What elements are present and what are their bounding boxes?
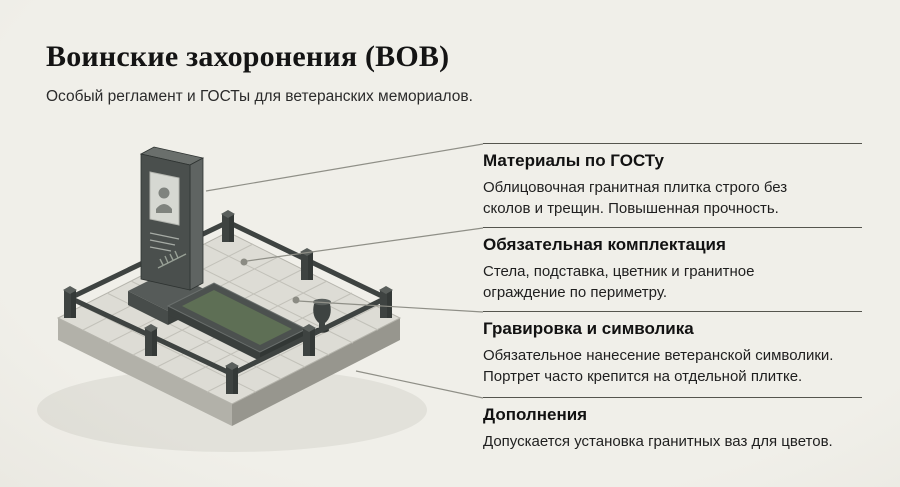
callout-dot-1 <box>240 258 248 266</box>
granite-fence-back <box>68 210 388 301</box>
section-materials: Материалы по ГОСТу Облицовочная гранитна… <box>483 143 862 219</box>
section-engraving: Гравировка и символика Обязательное нане… <box>483 311 862 387</box>
callout-line-3 <box>297 300 484 313</box>
engraved-text-lines <box>149 232 180 252</box>
section-engraving-body: Обязательное нанесение ветеранской симво… <box>483 347 834 385</box>
section-additions: Дополнения Допускается установка гранитн… <box>483 397 862 452</box>
section-components: Обязательная комплектация Стела, подстав… <box>483 227 862 303</box>
section-materials-heading: Материалы по ГОСТу <box>483 151 664 170</box>
callout-lines <box>205 143 484 399</box>
callout-line-2 <box>246 227 484 262</box>
callout-line-4 <box>355 370 484 399</box>
section-engraving-heading: Гравировка и символика <box>483 319 694 338</box>
page-title: Воинские захоронения (ВОВ) <box>46 40 450 73</box>
portrait-shoulders <box>156 204 172 213</box>
section-additions-body: Допускается установка гранитных ваз для … <box>483 433 833 450</box>
stela <box>139 146 205 291</box>
callout-dot-2 <box>292 296 300 304</box>
section-materials-body: Облицовочная гранитная плитка строго без… <box>483 179 788 217</box>
section-components-body: Стела, подставка, цветник и гранитное ог… <box>483 263 755 301</box>
page-subtitle: Особый регламент и ГОСТы для ветеранских… <box>46 88 473 105</box>
flowerbed <box>166 282 308 361</box>
portrait-plate <box>149 171 180 226</box>
laurel-engraving <box>157 250 187 269</box>
callout-line-1 <box>205 143 484 192</box>
portrait-head <box>158 187 170 199</box>
section-additions-heading: Дополнения <box>483 405 588 424</box>
section-components-heading: Обязательная комплектация <box>483 235 726 254</box>
granite-fence-front <box>63 286 393 394</box>
